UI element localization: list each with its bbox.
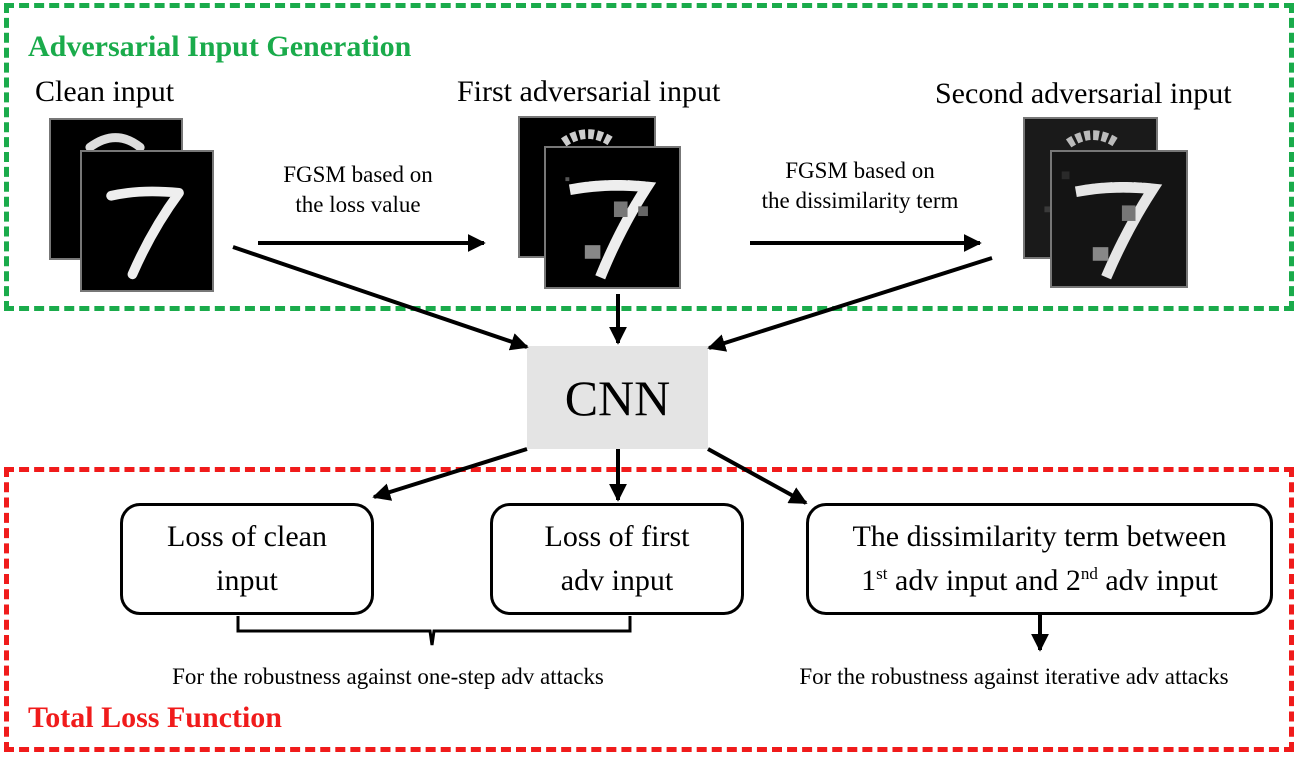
second-adv-image-digit-seven [1050, 150, 1188, 288]
clean-input-label: Clean input [35, 75, 175, 108]
dissimilarity-sup-st: st [876, 564, 888, 583]
total-loss-frame [4, 467, 1294, 752]
loss-clean-line2: input [216, 564, 278, 597]
fgsm-dissimilarity-label-line1: FGSM based on [785, 158, 935, 183]
adversarial-generation-frame [4, 3, 1294, 311]
dissimilarity-line1: The dissimilarity term between [852, 520, 1227, 553]
fgsm-loss-label-line2: the loss value [295, 192, 421, 217]
loss-first-adv-line2: adv input [560, 564, 674, 597]
brace-one-step [236, 616, 632, 646]
dissimilarity-sup-nd: nd [1080, 564, 1098, 583]
fgsm-loss-label: FGSM based on the loss value [248, 160, 468, 220]
adversarial-generation-title: Adversarial Input Generation [28, 30, 412, 63]
loss-clean-box: Loss of clean input [120, 503, 374, 615]
iterative-note: For the robustness against iterative adv… [799, 664, 1229, 689]
loss-first-adv-line1: Loss of first [544, 520, 690, 553]
first-adv-input-label: First adversarial input [457, 75, 721, 108]
total-loss-title: Total Loss Function [28, 701, 282, 734]
arrow-cnn-to-dissimilarity [707, 447, 808, 505]
arrow-cnn-to-loss-clean [372, 447, 528, 501]
dissimilarity-mid: adv input and 2 [887, 564, 1081, 597]
dissimilarity-end: adv input [1097, 564, 1218, 597]
second-adv-input-label: Second adversarial input [935, 77, 1232, 110]
fgsm-loss-label-line1: FGSM based on [283, 162, 433, 187]
fgsm-dissimilarity-label-line2: the dissimilarity term [761, 188, 959, 213]
dissimilarity-term-box: The dissimilarity term between 1st adv i… [806, 503, 1273, 615]
cnn-label: CNN [564, 369, 671, 426]
arrow-second-adv-to-cnn [707, 256, 993, 352]
dissimilarity-line2: 1st adv input and 2nd adv input [852, 559, 1226, 603]
arrow-clean-to-cnn [232, 245, 529, 351]
loss-first-adv-box: Loss of first adv input [490, 503, 744, 615]
dissimilarity-ordinal-1: 1 [861, 564, 877, 597]
fgsm-dissimilarity-label: FGSM based on the dissimilarity term [725, 156, 995, 216]
clean-input-image-digit-seven [80, 150, 214, 292]
loss-clean-line1: Loss of clean [167, 520, 327, 553]
first-adv-image-digit-seven [544, 146, 681, 289]
cnn-block: CNN [527, 346, 708, 449]
one-step-note: For the robustness against one-step adv … [172, 664, 604, 689]
